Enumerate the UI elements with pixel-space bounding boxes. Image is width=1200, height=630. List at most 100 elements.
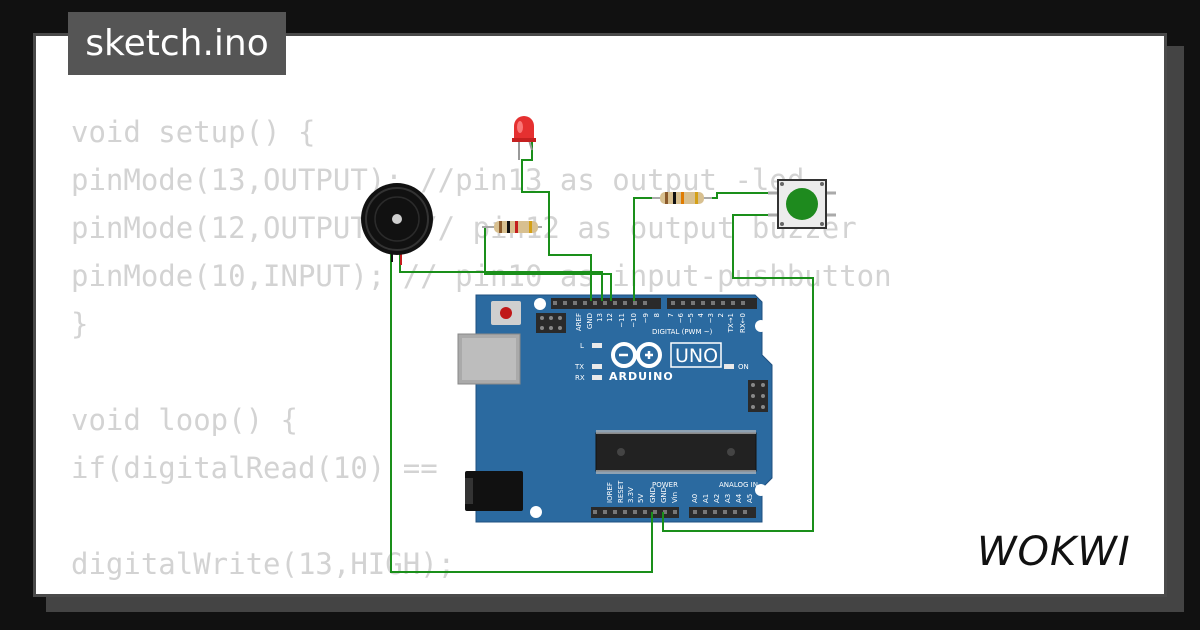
- mounting-hole: [755, 484, 767, 496]
- digital-pin-label: GND: [586, 313, 594, 329]
- pin-hole[interactable]: [721, 301, 725, 305]
- digital-pin-label: ~6: [677, 312, 685, 323]
- mounting-hole: [530, 506, 542, 518]
- pin-hole[interactable]: [613, 510, 617, 514]
- pin-hole[interactable]: [681, 301, 685, 305]
- mounting-hole: [534, 298, 546, 310]
- power-jack: [465, 471, 523, 511]
- digital-pin-holes: [553, 301, 745, 305]
- pin-hole[interactable]: [623, 510, 627, 514]
- pin-hole[interactable]: [603, 510, 607, 514]
- pushbutton[interactable]: [768, 179, 836, 229]
- pin-hole[interactable]: [671, 301, 675, 305]
- pin-hole[interactable]: [701, 301, 705, 305]
- digital-pin-label: ~11: [618, 313, 626, 328]
- led-label-rx: RX: [575, 374, 585, 382]
- onboard-led-rx: [592, 375, 602, 380]
- digital-pin-label: ~10: [630, 313, 638, 328]
- code-background: void setup() {pinMode(13,OUTPUT); //pin1…: [71, 108, 892, 594]
- pin-hole[interactable]: [723, 510, 727, 514]
- wire-led-gnd: [521, 138, 592, 301]
- pin-hole[interactable]: [563, 301, 567, 305]
- board-brand: ARDUINO: [609, 370, 674, 383]
- code-line: pinMode(10,INPUT); // pin10 as input-pus…: [71, 259, 892, 293]
- led-label-on: ON: [738, 363, 749, 371]
- led-label-l: L: [580, 342, 584, 350]
- power-pin-label: IOREF: [606, 482, 614, 503]
- pin-hole[interactable]: [713, 510, 717, 514]
- red-led[interactable]: [512, 116, 536, 160]
- digital-pin-label: 8: [653, 313, 661, 317]
- onboard-led-tx: [592, 364, 602, 369]
- pin-hole[interactable]: [693, 510, 697, 514]
- arduino-infinity-icon: [611, 342, 662, 368]
- pin-hole[interactable]: [593, 301, 597, 305]
- analog-pin-label: A5: [746, 494, 754, 503]
- pin-hole[interactable]: [593, 510, 597, 514]
- digital-pin-label: ~9: [642, 313, 650, 323]
- onboard-led-l: [592, 343, 602, 348]
- wire-button-pin10: [633, 197, 662, 301]
- pin-hole[interactable]: [573, 301, 577, 305]
- pin-hole[interactable]: [691, 301, 695, 305]
- digital-pin-label: TX→1: [727, 313, 735, 333]
- power-pin-label: 3.3V: [627, 487, 635, 503]
- icsp-header-right: [748, 380, 768, 412]
- pin-hole[interactable]: [731, 301, 735, 305]
- mounting-hole: [755, 320, 767, 332]
- digital-pin-label: RX←0: [739, 313, 747, 333]
- buzzer[interactable]: [361, 183, 433, 255]
- code-line: void loop() {: [71, 403, 298, 437]
- wokwi-logo: WOKWI: [977, 529, 1130, 575]
- digital-pin-label: 2: [717, 313, 725, 317]
- digital-pin-label: AREF: [575, 313, 583, 331]
- code-line: }: [71, 307, 89, 341]
- pin-hole[interactable]: [633, 510, 637, 514]
- digital-pin-label: 12: [606, 313, 614, 322]
- pin-hole[interactable]: [643, 510, 647, 514]
- pin-hole[interactable]: [583, 301, 587, 305]
- resistor-led[interactable]: [482, 221, 542, 233]
- resistor-button[interactable]: [652, 192, 712, 204]
- digital-pin-label: 13: [596, 313, 604, 322]
- power-pin-label: GND: [649, 487, 657, 503]
- pin-hole[interactable]: [663, 510, 667, 514]
- pin-hole[interactable]: [553, 301, 557, 305]
- pin-hole[interactable]: [703, 510, 707, 514]
- pin-hole[interactable]: [643, 301, 647, 305]
- pushbutton-cap[interactable]: [786, 188, 818, 220]
- digital-pin-label: ~3: [707, 313, 715, 323]
- power-pin-label: GND: [660, 487, 668, 503]
- pin-hole[interactable]: [653, 510, 657, 514]
- reset-button-cap[interactable]: [500, 307, 512, 319]
- pin-hole[interactable]: [741, 301, 745, 305]
- board-model: UNO: [675, 345, 718, 367]
- pin-hole[interactable]: [613, 301, 617, 305]
- pin-hole[interactable]: [603, 301, 607, 305]
- icsp-header: [536, 313, 566, 333]
- pin-hole[interactable]: [633, 301, 637, 305]
- sketch-filename-tab: sketch.ino: [68, 12, 286, 75]
- digital-pin-label: 7: [667, 313, 675, 317]
- pin-hole[interactable]: [673, 510, 677, 514]
- pin-hole[interactable]: [623, 301, 627, 305]
- pin-hole[interactable]: [733, 510, 737, 514]
- power-pin-label: RESET: [617, 480, 625, 503]
- bottom-pin-holes: [593, 510, 747, 514]
- analog-pin-label: A3: [724, 494, 732, 503]
- wire-buzzer-gnd: [390, 253, 653, 573]
- power-header-label: POWER: [652, 481, 678, 489]
- analog-pin-label: A4: [735, 493, 743, 503]
- wire-resistor-button: [702, 192, 778, 199]
- code-line: pinMode(12,OUTPUT); // pin12 as output b…: [71, 211, 857, 245]
- pin-hole[interactable]: [711, 301, 715, 305]
- wire-button-5v: [662, 214, 814, 532]
- pin-hole[interactable]: [743, 510, 747, 514]
- analog-pin-label: A0: [691, 494, 699, 503]
- wire-buzzer-pin12: [399, 253, 603, 301]
